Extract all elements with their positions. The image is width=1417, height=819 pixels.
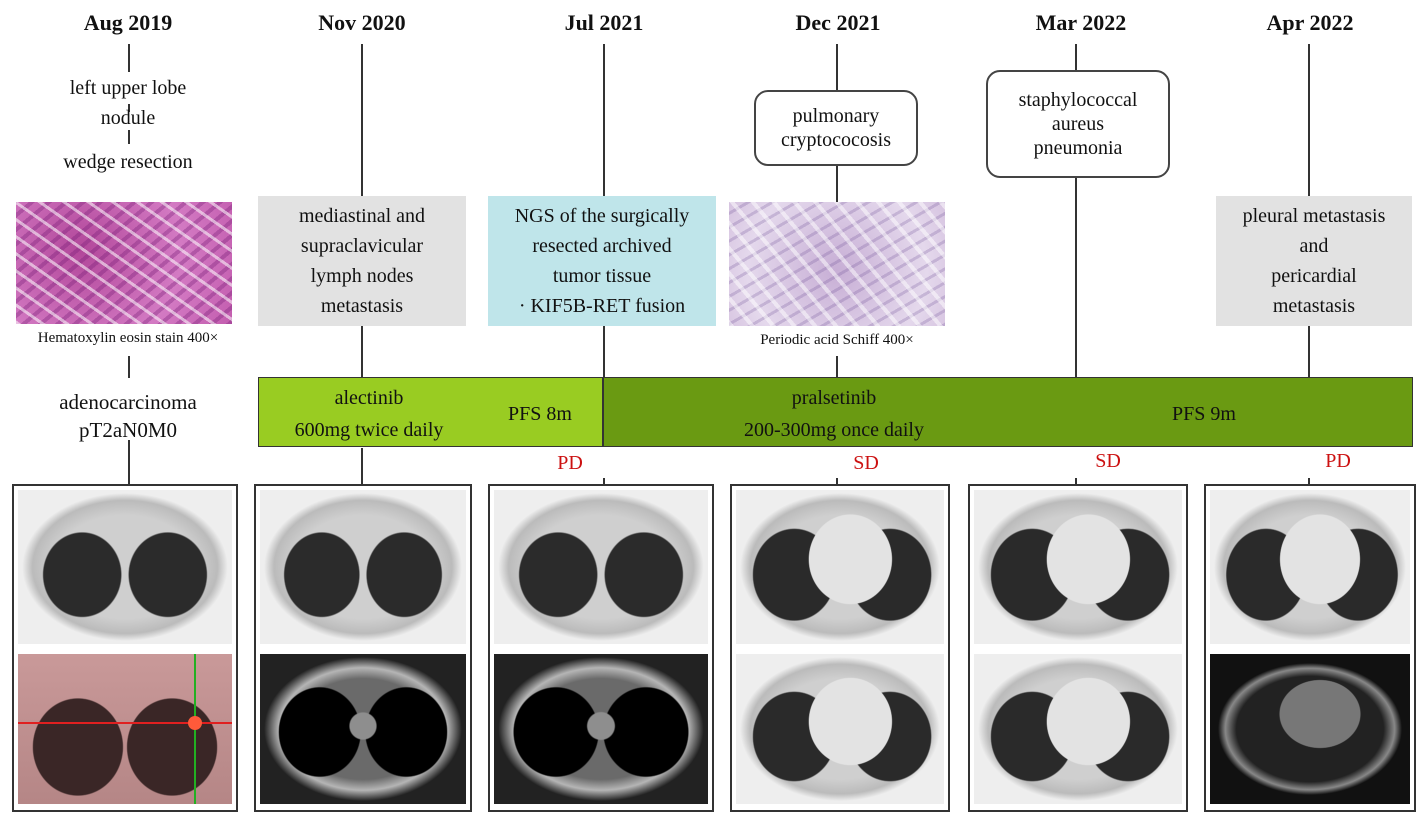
connector-nov-2020-bottom xyxy=(361,448,363,484)
nov-2020-box-line2: supraclavicular xyxy=(300,235,424,257)
nov-2020-box-line4: metastasis xyxy=(320,295,404,317)
connector-mar-2022-top xyxy=(1075,44,1077,70)
ct-lung-window-image xyxy=(494,490,708,644)
response-apr-2022: PD xyxy=(1325,450,1351,472)
connector-aug-2019-bottom xyxy=(128,440,130,484)
diagnosis-line2: pT2aN0M0 xyxy=(79,418,177,442)
jul-2021-box-line1: NGS of the surgically xyxy=(514,205,690,227)
response-mar-2022: SD xyxy=(1095,450,1121,472)
jul-2021-box-line2: resected archived xyxy=(532,235,672,257)
scan-panel-dec-2021 xyxy=(730,484,950,812)
ct-lower-lung-image xyxy=(974,654,1182,804)
apr-2022-box-line3: pericardial xyxy=(1271,265,1357,287)
mar-2022-box-line2: aureus xyxy=(1051,113,1105,135)
date-jul-2021: Jul 2021 xyxy=(564,10,644,35)
connector-apr-2022-mid xyxy=(1308,326,1310,378)
nov-2020-box-line1: mediastinal and xyxy=(298,205,426,227)
pet-crosshair-horizontal xyxy=(18,722,232,724)
scan-panel-aug-2019 xyxy=(12,484,238,812)
scan-panel-apr-2022 xyxy=(1204,484,1416,812)
pet-ct-image xyxy=(18,654,232,804)
date-apr-2022: Apr 2022 xyxy=(1266,10,1354,35)
connector-mar-2022-bottom xyxy=(1075,478,1077,486)
scan-panel-mar-2022 xyxy=(968,484,1188,812)
date-dec-2021: Dec 2021 xyxy=(795,10,881,35)
apr-2022-box-line4: metastasis xyxy=(1272,295,1356,317)
diagnosis-line1: adenocarcinoma xyxy=(59,390,197,414)
dec-2021-box-line2: cryptococosis xyxy=(781,129,891,151)
connector-aug-2019-mid1 xyxy=(128,104,130,112)
mar-2022-box-line1: staphylococcal xyxy=(1018,89,1138,111)
ct-lung-window-image xyxy=(974,490,1182,644)
connector-mar-2022-mid xyxy=(1075,176,1077,378)
pet-hotspot xyxy=(188,716,202,730)
pralsetinib-pfs: PFS 9m xyxy=(1172,403,1236,425)
hematoxylin-eosin-caption: Hematoxylin eosin stain 400× xyxy=(37,330,219,346)
dec-2021-box-line1: pulmonary xyxy=(792,105,880,127)
pas-histology-image xyxy=(729,202,945,326)
aug-2019-finding-line1: left upper lobe xyxy=(69,77,187,99)
connector-nov-2020-top xyxy=(361,44,363,196)
date-nov-2020: Nov 2020 xyxy=(318,10,406,35)
response-dec-2021: SD xyxy=(853,452,879,474)
aug-2019-finding-line2: nodule xyxy=(100,107,156,129)
scan-panel-jul-2021 xyxy=(488,484,714,812)
connector-jul-2021 xyxy=(603,44,605,196)
connector-apr-2022-top xyxy=(1308,44,1310,196)
ct-mediastinal-window-image xyxy=(494,654,708,804)
aug-2019-procedure: wedge resection xyxy=(63,151,193,173)
ct-mediastinal-window-image xyxy=(260,654,466,804)
connector-jul-2021-mid xyxy=(603,326,605,378)
apr-2022-box-line1: pleural metastasis xyxy=(1242,205,1386,227)
ct-lung-window-image xyxy=(1210,490,1410,644)
connector-jul-2021-bottom xyxy=(603,478,605,486)
nov-2020-metastasis-box: mediastinal and supraclavicular lymph no… xyxy=(258,196,466,326)
date-aug-2019: Aug 2019 xyxy=(83,10,173,35)
mar-2022-box-line3: pneumonia xyxy=(1033,137,1123,159)
nov-2020-box-line3: lymph nodes xyxy=(310,265,414,287)
alectinib-pfs: PFS 8m xyxy=(508,403,572,425)
connector-dec-2021-mid xyxy=(836,166,838,202)
alectinib-dose: 600mg twice daily xyxy=(294,419,444,441)
jul-2021-ngs-box: NGS of the surgically resected archived … xyxy=(488,196,716,326)
jul-2021-box-line4: · KIF5B-RET fusion xyxy=(518,295,686,317)
ct-lung-window-image xyxy=(260,490,466,644)
date-mar-2022: Mar 2022 xyxy=(1035,10,1127,35)
connector-aug-2019-lower xyxy=(128,356,130,378)
ct-lung-window-image xyxy=(18,490,232,644)
ct-lung-window-image xyxy=(736,490,944,644)
mar-2022-pneumonia-box: staphylococcal aureus pneumonia xyxy=(986,70,1170,178)
scan-panel-nov-2020 xyxy=(254,484,472,812)
connector-nov-2020-mid xyxy=(361,326,363,378)
response-jul-2021: PD xyxy=(557,452,583,474)
apr-2022-box-line2: and xyxy=(1299,235,1329,257)
connector-aug-2019-top xyxy=(128,44,130,72)
dec-2021-cryptococcosis-box: pulmonary cryptococosis xyxy=(754,90,918,166)
alectinib-treatment-bar: alectinib 600mg twice daily PFS 8m xyxy=(258,377,603,447)
pralsetinib-dose: 200-300mg once daily xyxy=(744,419,924,441)
pralsetinib-treatment-bar: pralsetinib 200-300mg once daily PFS 9m xyxy=(603,377,1413,447)
connector-aug-2019-mid2 xyxy=(128,130,130,144)
connector-dec-2021-top xyxy=(836,44,838,90)
connector-dec-2021-lower xyxy=(836,356,838,378)
ct-mediastinal-window-image xyxy=(1210,654,1410,804)
connector-dec-2021-bottom xyxy=(836,478,838,486)
hematoxylin-eosin-histology-image xyxy=(16,202,232,324)
jul-2021-box-line3: tumor tissue xyxy=(552,265,652,287)
apr-2022-metastasis-box: pleural metastasis and pericardial metas… xyxy=(1216,196,1412,326)
pas-caption: Periodic acid Schiff 400× xyxy=(760,332,914,348)
alectinib-name: alectinib xyxy=(334,387,404,409)
ct-lower-lung-image xyxy=(736,654,944,804)
pralsetinib-name: pralsetinib xyxy=(791,387,877,409)
connector-apr-2022-bottom xyxy=(1308,478,1310,486)
